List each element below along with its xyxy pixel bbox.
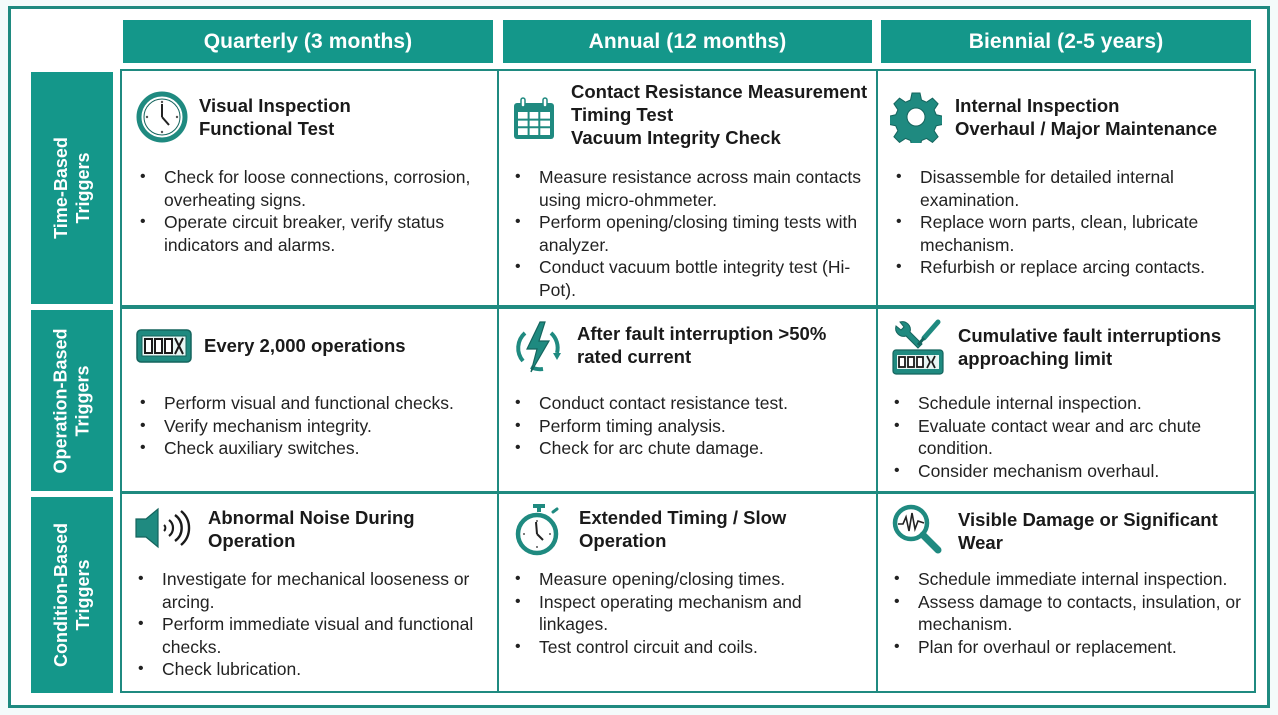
- cell-condition-biennial: Visible Damage or Significant Wear Sched…: [876, 492, 1256, 693]
- bullet-list: Schedule immediate internal inspection. …: [892, 568, 1254, 658]
- operation-counter-icon: [136, 329, 192, 363]
- speaker-noise-icon: [135, 507, 191, 549]
- bullet-list: Measure resistance across main contacts …: [513, 166, 873, 302]
- bullet-item: Perform timing analysis.: [513, 415, 873, 438]
- bullet-item: Perform visual and functional checks.: [138, 392, 498, 415]
- bullet-item: Operate circuit breaker, verify status i…: [138, 211, 488, 256]
- column-header-biennial: Biennial (2-5 years): [881, 20, 1251, 63]
- tools-counter-icon: [892, 319, 944, 375]
- bullet-item: Perform opening/closing timing tests wit…: [513, 211, 873, 256]
- bullet-item: Assess damage to contacts, insulation, o…: [892, 591, 1254, 636]
- bullet-item: Inspect operating mechanism and linkages…: [513, 591, 873, 636]
- clock-icon: [136, 91, 188, 143]
- row-header-label: Time-Based: [51, 137, 71, 239]
- bullet-list: Measure opening/closing times. Inspect o…: [513, 568, 873, 658]
- magnifier-waveform-icon: [892, 504, 942, 554]
- bullet-item: Disassemble for detailed internal examin…: [894, 166, 1249, 211]
- cell-operation-annual: After fault interruption >50% rated curr…: [497, 307, 878, 493]
- row-header-label: Triggers: [73, 559, 93, 631]
- bullet-item: Refurbish or replace arcing contacts.: [894, 256, 1249, 279]
- column-header-annual: Annual (12 months): [503, 20, 872, 63]
- cell-condition-annual: Extended Timing / Slow Operation Measure…: [497, 492, 878, 693]
- cell-condition-quarterly: Abnormal Noise During Operation Investig…: [120, 492, 499, 693]
- bullet-list: Investigate for mechanical looseness or …: [136, 568, 496, 681]
- bullet-item: Check auxiliary switches.: [138, 437, 498, 460]
- bullet-list: Conduct contact resistance test. Perform…: [513, 392, 873, 460]
- bullet-item: Test control circuit and coils.: [513, 636, 873, 659]
- cell-operation-biennial: Cumulative fault interruptions approachi…: [876, 307, 1256, 493]
- cell-title: Visible Damage or Significant Wear: [958, 509, 1218, 553]
- bullet-item: Measure opening/closing times.: [513, 568, 873, 591]
- bullet-item: Check lubrication.: [136, 658, 496, 681]
- bullet-item: Check for arc chute damage.: [513, 437, 873, 460]
- bullet-list: Schedule internal inspection. Evaluate c…: [892, 392, 1252, 482]
- cell-time-annual: Contact Resistance Measurement Timing Te…: [497, 69, 878, 307]
- bullet-list: Check for loose connections, corrosion, …: [138, 166, 488, 256]
- bullet-item: Measure resistance across main contacts …: [513, 166, 873, 211]
- row-header-label: Condition-Based: [51, 523, 71, 667]
- bullet-list: Perform visual and functional checks. Ve…: [138, 392, 498, 460]
- bullet-item: Schedule immediate internal inspection.: [892, 568, 1254, 591]
- bullet-item: Replace worn parts, clean, lubricate mec…: [894, 211, 1249, 256]
- bullet-item: Schedule internal inspection.: [892, 392, 1252, 415]
- calendar-icon: [514, 97, 554, 139]
- cell-title: Abnormal Noise During Operation: [208, 507, 415, 551]
- bullet-item: Investigate for mechanical looseness or …: [136, 568, 496, 613]
- row-header-label: Operation-Based: [51, 327, 71, 474]
- bullet-item: Check for loose connections, corrosion, …: [138, 166, 488, 211]
- fault-lightning-cycle-icon: [516, 321, 561, 373]
- cell-operation-quarterly: Every 2,000 operations Perform visual an…: [120, 307, 499, 493]
- cell-title: Visual Inspection Functional Test: [199, 95, 351, 139]
- cell-time-quarterly: Visual Inspection Functional Test Check …: [120, 69, 499, 307]
- cell-title: Contact Resistance Measurement Timing Te…: [571, 81, 868, 148]
- cell-title: Cumulative fault interruptions approachi…: [958, 325, 1222, 369]
- stopwatch-icon: [515, 504, 559, 556]
- bullet-item: Evaluate contact wear and arc chute cond…: [892, 415, 1252, 460]
- cell-title: Internal Inspection Overhaul / Major Mai…: [955, 95, 1218, 139]
- gear-icon: [890, 92, 942, 143]
- bullet-item: Perform immediate visual and functional …: [136, 613, 496, 658]
- bullet-list: Disassemble for detailed internal examin…: [894, 166, 1249, 279]
- cell-time-biennial: Internal Inspection Overhaul / Major Mai…: [876, 69, 1256, 307]
- bullet-item: Conduct contact resistance test.: [513, 392, 873, 415]
- bullet-item: Conduct vacuum bottle integrity test (Hi…: [513, 256, 873, 301]
- cell-title: Every 2,000 operations: [204, 335, 406, 356]
- bullet-item: Verify mechanism integrity.: [138, 415, 498, 438]
- bullet-item: Plan for overhaul or replacement.: [892, 636, 1254, 659]
- bullet-item: Consider mechanism overhaul.: [892, 460, 1252, 483]
- cell-title: Extended Timing / Slow Operation: [579, 507, 787, 551]
- row-header-label: Triggers: [73, 364, 93, 437]
- column-header-quarterly: Quarterly (3 months): [123, 20, 493, 63]
- row-header-label: Triggers: [73, 152, 93, 224]
- cell-title: After fault interruption >50% rated curr…: [577, 323, 827, 367]
